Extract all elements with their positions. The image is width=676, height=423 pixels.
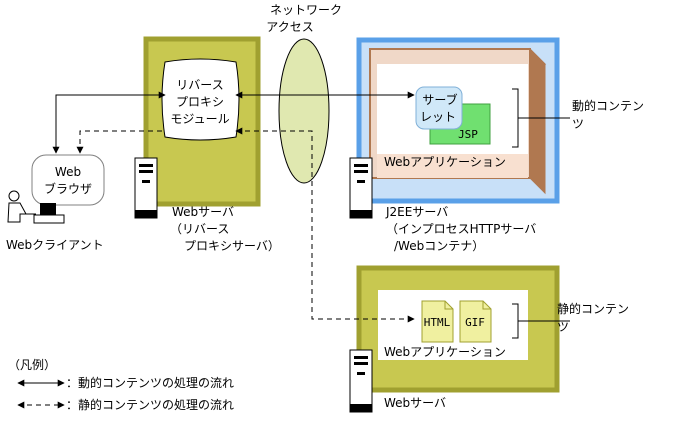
web-server-proxy-line2: （リバース bbox=[170, 222, 229, 236]
server-tower-icon bbox=[349, 157, 373, 219]
network-label-line2: アクセス bbox=[266, 20, 313, 34]
proxy-module-line2: プロキシ bbox=[176, 95, 224, 109]
network-ellipse bbox=[278, 38, 330, 184]
legend-title: （凡例） bbox=[8, 358, 56, 372]
j2ee-server-line3: /Webコンテナ） bbox=[394, 239, 484, 253]
network-access: ネットワーク アクセス bbox=[266, 3, 342, 184]
server-tower-icon bbox=[134, 157, 158, 219]
static-contents-line2: ツ bbox=[557, 320, 569, 334]
static-web-app-label: Webアプリケーション bbox=[384, 345, 506, 359]
browser-line2: ブラウザ bbox=[44, 181, 92, 196]
reverse-proxy-module: リバース プロキシ モジュール bbox=[161, 58, 240, 141]
proxy-module-line1: リバース bbox=[176, 78, 223, 92]
dynamic-contents-line1: 動的コンテン bbox=[572, 98, 644, 113]
web-server-proxy-line3: プロキシサーバ） bbox=[184, 239, 280, 253]
static-contents-bracket: 静的コンテン ツ bbox=[512, 301, 629, 339]
static-flow-lines bbox=[76, 127, 415, 323]
gif-file-label: GIF bbox=[465, 316, 485, 329]
user-at-computer-icon bbox=[7, 190, 65, 224]
web-client-label: Webクライアント bbox=[6, 238, 104, 252]
dynamic-contents-line2: ツ bbox=[572, 117, 584, 131]
jsp-label: JSP bbox=[458, 128, 478, 141]
j2ee-web-app-label: Webアプリケーション bbox=[384, 155, 506, 169]
legend: （凡例） ：動的コンテンツの処理の流れ ：静的コンテンツの処理の流れ bbox=[8, 358, 234, 412]
dynamic-flow-lines bbox=[52, 91, 415, 154]
static-contents-line1: 静的コンテン bbox=[557, 301, 629, 316]
html-file: HTML bbox=[421, 300, 454, 343]
j2ee-server-line1: J2EEサーバ bbox=[385, 205, 448, 219]
legend-static-label: ：静的コンテンツの処理の流れ bbox=[66, 397, 234, 412]
html-file-label: HTML bbox=[424, 316, 451, 329]
dynamic-contents-bracket: 動的コンテン ツ bbox=[512, 88, 644, 148]
legend-dynamic-label: ：動的コンテンツの処理の流れ bbox=[66, 375, 234, 390]
proxy-module-line3: モジュール bbox=[170, 112, 229, 126]
web-server-static-box bbox=[356, 265, 560, 393]
j2ee-server-line2: （インプロセスHTTPサーバ bbox=[386, 222, 536, 236]
web-server-static-label: Webサーバ bbox=[384, 396, 446, 410]
servlet-line1: サーブ bbox=[422, 92, 457, 107]
servlet-line2: レット bbox=[420, 110, 456, 124]
server-tower-icon bbox=[349, 349, 373, 413]
browser-line1: Web bbox=[55, 165, 81, 179]
servlet-box: サーブ レット bbox=[415, 86, 463, 130]
browser-bubble: Web ブラウザ bbox=[31, 154, 105, 206]
web-server-proxy-line1: Webサーバ bbox=[172, 205, 234, 219]
gif-file: GIF bbox=[459, 300, 492, 343]
network-label-line1: ネットワーク bbox=[270, 3, 342, 17]
